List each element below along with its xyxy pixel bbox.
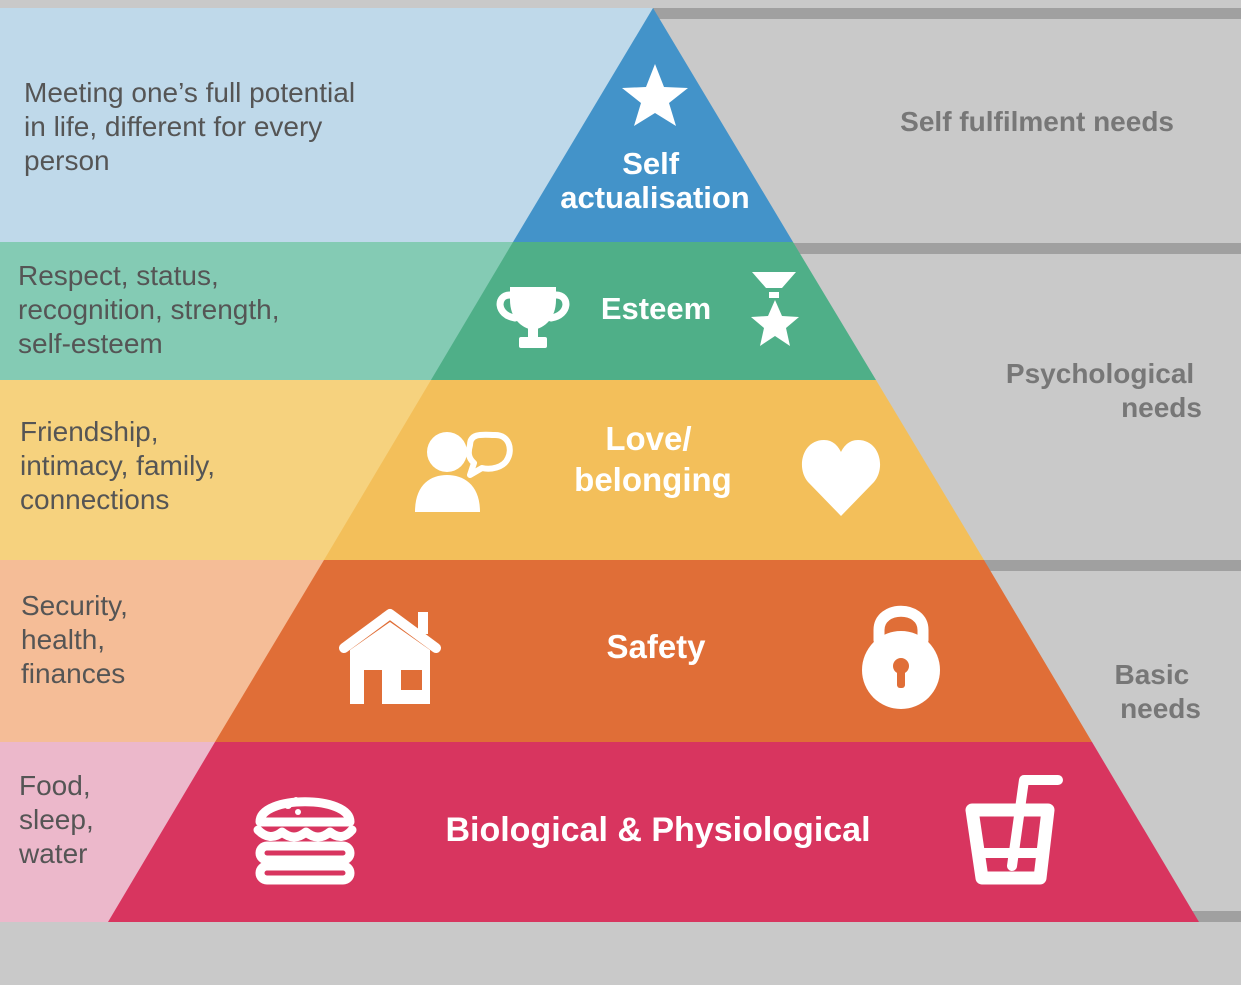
separator-line bbox=[653, 8, 1241, 19]
label-self-actualisation: Self actualisation bbox=[560, 146, 750, 215]
star-icon bbox=[622, 64, 688, 126]
group-self-fulfilment: Self fulfilment needs bbox=[900, 106, 1174, 137]
house-icon bbox=[339, 609, 441, 704]
band-esteem bbox=[0, 242, 520, 380]
description-love: Friendship, intimacy, family, connection… bbox=[20, 416, 223, 515]
tier-self-actualisation bbox=[513, 8, 793, 242]
description-self-actualisation: Meeting one’s full potential in life, di… bbox=[24, 77, 363, 176]
tier-love bbox=[324, 380, 984, 560]
description-esteem: Respect, status, recognition, strength, … bbox=[18, 260, 287, 359]
drink-icon bbox=[965, 775, 1063, 885]
description-safety: Security, health, finances bbox=[21, 590, 136, 689]
separator-line bbox=[980, 560, 1241, 571]
group-basic: Basic needs bbox=[1115, 659, 1202, 724]
heart-icon bbox=[801, 440, 881, 516]
person-speech-icon bbox=[415, 431, 513, 512]
padlock-icon bbox=[862, 605, 940, 709]
burger-icon bbox=[253, 797, 357, 885]
medal-icon bbox=[751, 272, 799, 346]
separator-line bbox=[790, 243, 1241, 254]
label-love: Love/ belonging bbox=[574, 420, 732, 498]
group-psychological: Psychological needs bbox=[1006, 358, 1202, 423]
description-biological: Food, sleep, water bbox=[18, 770, 102, 869]
trophy-icon bbox=[496, 287, 570, 348]
label-biological: Biological & Physiological bbox=[445, 811, 870, 849]
tier-biological bbox=[108, 742, 1199, 922]
separator-line bbox=[1190, 911, 1241, 922]
label-esteem: Esteem bbox=[601, 291, 711, 326]
label-safety: Safety bbox=[606, 628, 706, 665]
